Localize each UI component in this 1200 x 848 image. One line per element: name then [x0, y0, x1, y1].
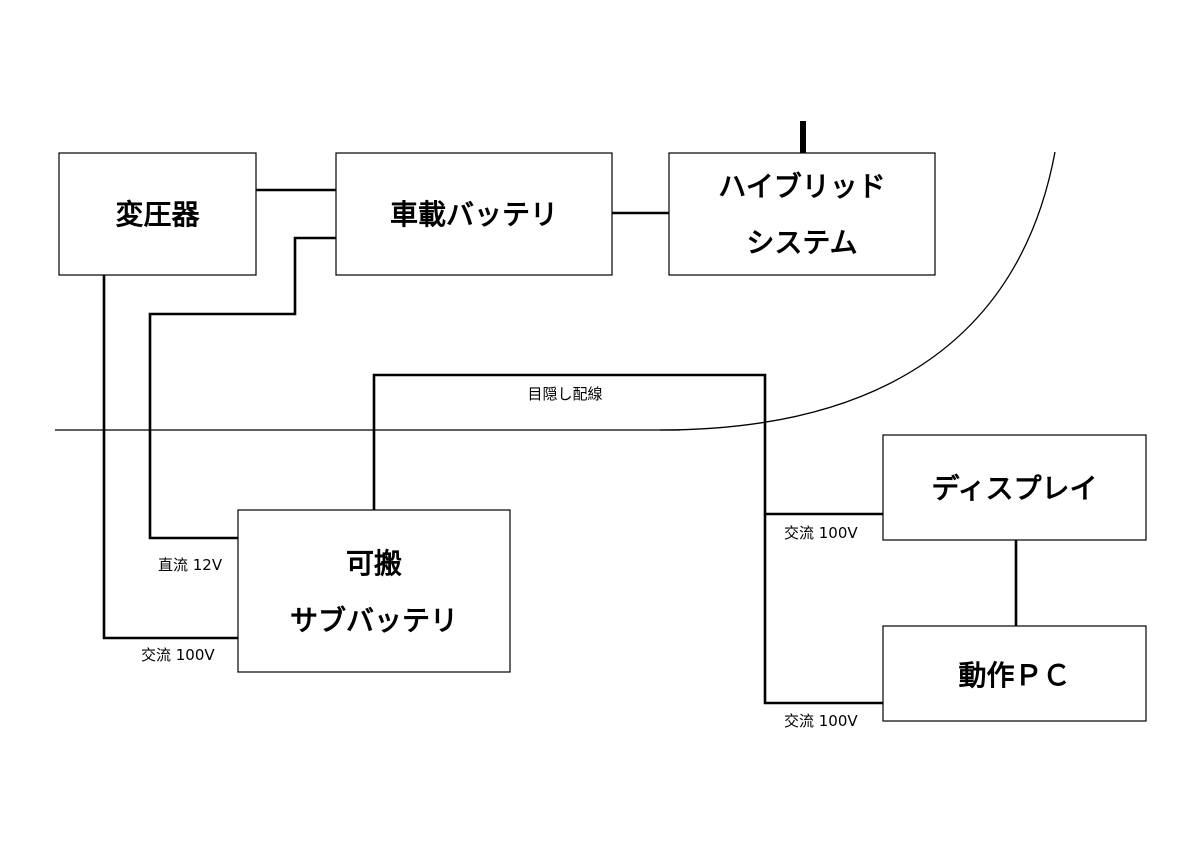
car-battery-label: 車載バッテリ — [390, 198, 558, 231]
hidden-wiring-label: 目隠し配線 — [527, 385, 602, 403]
hybrid-system-label-line2: システム — [746, 226, 857, 259]
portable-label-line2: サブバッテリ — [290, 604, 458, 637]
transformer-box: 変圧器 — [58, 152, 257, 276]
transformer-label: 変圧器 — [115, 198, 200, 231]
wire-dc-12v — [148, 236, 336, 540]
ac-100v-pc-label: 交流 100V — [784, 712, 858, 730]
wire-ac-100v-pc — [763, 514, 883, 705]
car-battery-box: 車載バッテリ — [335, 152, 613, 276]
ac-100v-left-label: 交流 100V — [141, 646, 215, 664]
pc-label: 動作ＰＣ — [958, 659, 1070, 692]
portable-sub-battery-box: 可搬 サブバッテリ — [237, 509, 511, 673]
display-label: ディスプレイ — [931, 472, 1097, 505]
pc-box: 動作ＰＣ — [882, 625, 1147, 722]
portable-label-line1: 可搬 — [346, 547, 402, 580]
display-box: ディスプレイ — [882, 434, 1147, 541]
wire-hidden-wiring — [372, 373, 883, 516]
boundary-curve — [659, 151, 1056, 431]
hybrid-system-label-line1: ハイブリッド — [718, 170, 885, 203]
ac-100v-display-label: 交流 100V — [784, 524, 858, 542]
hybrid-system-box: ハイブリッド システム — [668, 152, 936, 276]
dc-12v-label: 直流 12V — [158, 556, 223, 574]
wire-ac-100v-transformer — [102, 275, 238, 640]
